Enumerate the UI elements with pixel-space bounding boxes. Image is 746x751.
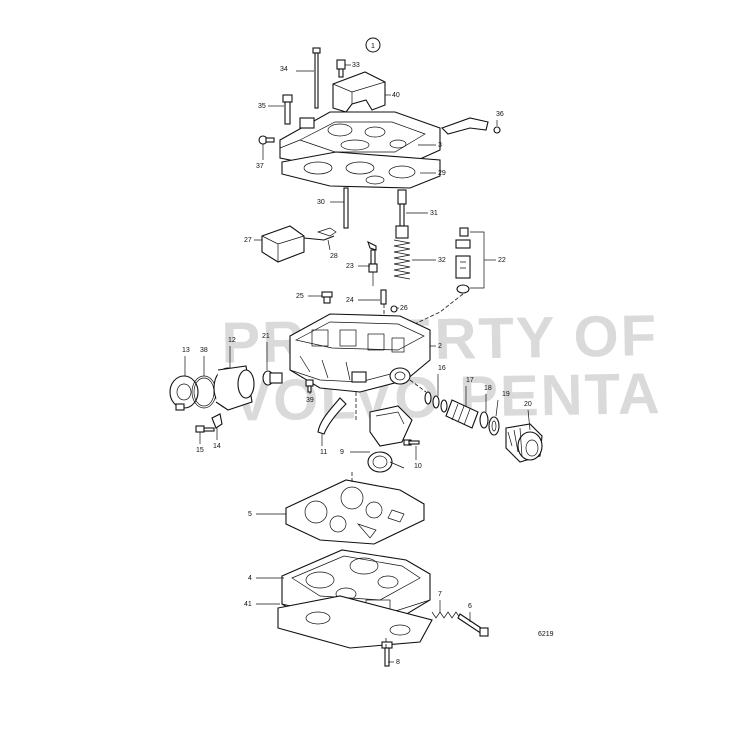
leader-line-28 (327, 239, 331, 251)
idle-screw-6 (457, 613, 489, 637)
float-bowl-2 (289, 313, 431, 393)
callout-27: 27 (244, 237, 252, 244)
callout-16: 16 (438, 365, 446, 372)
screw-15 (195, 425, 215, 433)
callout-35: 35 (258, 103, 266, 110)
callout-29: 29 (438, 170, 446, 177)
callout-32: 32 (438, 257, 446, 264)
callout-10: 10 (414, 463, 422, 470)
spring-18 (479, 411, 489, 429)
callout-34: 34 (280, 66, 288, 73)
screw-8 (381, 641, 393, 667)
callout-38: 38 (200, 347, 208, 354)
callout-12: 12 (228, 337, 236, 344)
callout-41: 41 (244, 601, 252, 608)
lever-36 (440, 117, 501, 135)
long-screw-34 (312, 47, 321, 109)
callout-40: 40 (392, 92, 400, 99)
filter-17 (445, 399, 479, 429)
inlet-nut-20 (505, 423, 543, 463)
gasket-41 (277, 595, 433, 649)
pin-28 (316, 227, 337, 237)
washer-19 (488, 416, 500, 436)
fastener-33 (336, 59, 346, 78)
gasket-5 (285, 479, 425, 545)
callout-24: 24 (346, 297, 354, 304)
jet-24 (380, 289, 387, 305)
gasket-29 (281, 151, 441, 189)
callout-7: 7 (438, 591, 442, 598)
gasket-16 (424, 391, 448, 413)
screw-37 (258, 135, 275, 145)
callout-15: 15 (196, 447, 204, 454)
callout-28: 28 (330, 253, 338, 260)
tube-23 (367, 240, 378, 286)
callout-13: 13 (182, 347, 190, 354)
clip-14 (211, 413, 223, 429)
screw-39 (305, 379, 314, 393)
callout-39: 39 (306, 397, 314, 404)
callout-19: 19 (502, 391, 510, 398)
callout-17: 17 (466, 377, 474, 384)
spring-32 (393, 239, 411, 280)
callout-labels: 3433403536373293031272822233225242621213… (182, 62, 532, 666)
needle-31 (395, 189, 409, 239)
cover-13 (169, 375, 199, 411)
washer-26 (390, 305, 398, 313)
housing-12 (213, 365, 255, 411)
leader-line-20 (527, 409, 531, 431)
callout-5: 5 (248, 511, 252, 518)
callout-20: 20 (524, 401, 532, 408)
pin-30 (343, 187, 349, 229)
callout-31: 31 (430, 210, 438, 217)
callout-22: 22 (498, 257, 506, 264)
callout-6: 6 (468, 603, 472, 610)
callout-25: 25 (296, 293, 304, 300)
screw-35 (282, 94, 293, 125)
hose-11 (317, 397, 347, 435)
callout-11: 11 (320, 449, 327, 456)
callout-26: 26 (400, 305, 408, 312)
callout-36: 36 (496, 111, 504, 118)
callout-21: 21 (262, 333, 270, 340)
plug-21 (262, 370, 283, 386)
callout-8: 8 (396, 659, 400, 666)
callout-2: 2 (438, 343, 442, 350)
figure-number: 1 (371, 43, 375, 50)
float-27 (261, 225, 335, 263)
callout-30: 30 (317, 199, 325, 206)
leader-line-19 (495, 399, 499, 417)
callout-4: 4 (248, 575, 252, 582)
callout-14: 14 (213, 443, 221, 450)
spring-7 (431, 611, 461, 619)
choke-pulloff-9 (367, 405, 413, 473)
callout-18: 18 (484, 385, 492, 392)
clip-40 (332, 71, 386, 113)
filter-parts-22 (455, 227, 485, 294)
drawing-number: 6219 (538, 631, 554, 638)
callout-37: 37 (256, 163, 264, 170)
callout-3: 3 (438, 142, 442, 149)
callout-33: 33 (352, 62, 360, 69)
figure-number-badge: 1 (365, 37, 381, 53)
plug-25 (321, 291, 333, 304)
callout-9: 9 (340, 449, 344, 456)
screw-10 (403, 439, 420, 446)
callout-23: 23 (346, 263, 354, 270)
